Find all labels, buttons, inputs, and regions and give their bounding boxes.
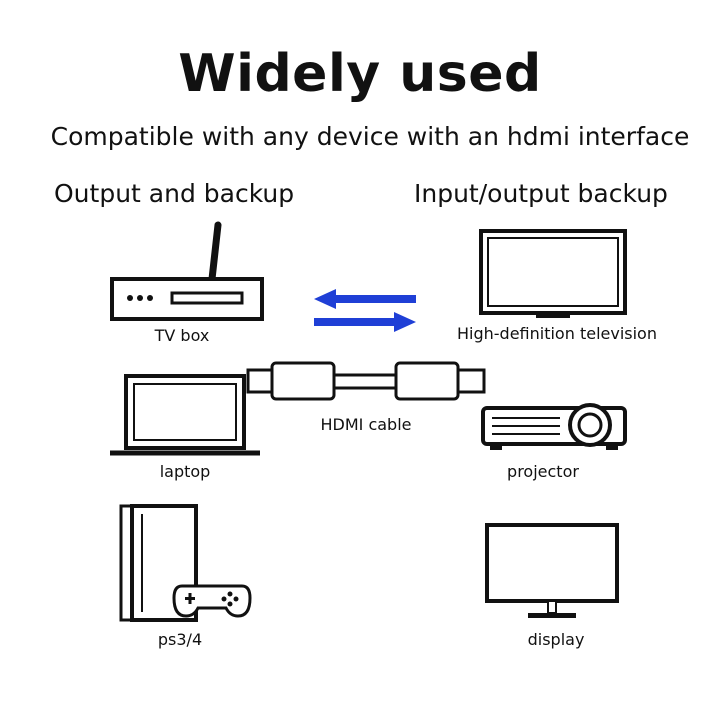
tv-box-icon bbox=[110, 221, 264, 321]
display-label: display bbox=[527, 630, 585, 649]
hdmi-cable-icon bbox=[246, 361, 486, 401]
tv-box-label: TV box bbox=[154, 326, 210, 345]
television-icon bbox=[479, 229, 627, 318]
right-heading: Input/output backup bbox=[414, 179, 668, 208]
page-title: Widely used bbox=[178, 44, 542, 104]
monitor-icon bbox=[485, 523, 619, 618]
laptop-label: laptop bbox=[159, 462, 211, 481]
gamepad-icon bbox=[172, 584, 252, 618]
arrow-left-icon bbox=[314, 289, 416, 309]
hdtv-label: High-definition television bbox=[457, 324, 657, 343]
laptop-icon bbox=[110, 374, 260, 456]
page-subtitle: Compatible with any device with an hdmi … bbox=[50, 122, 690, 151]
projector-label: projector bbox=[507, 462, 579, 481]
ps-label: ps3/4 bbox=[157, 630, 203, 649]
projector-icon bbox=[481, 403, 627, 450]
arrow-right-icon bbox=[314, 312, 416, 332]
hdmi-cable-label: HDMI cable bbox=[320, 415, 412, 434]
left-heading: Output and backup bbox=[54, 179, 295, 208]
